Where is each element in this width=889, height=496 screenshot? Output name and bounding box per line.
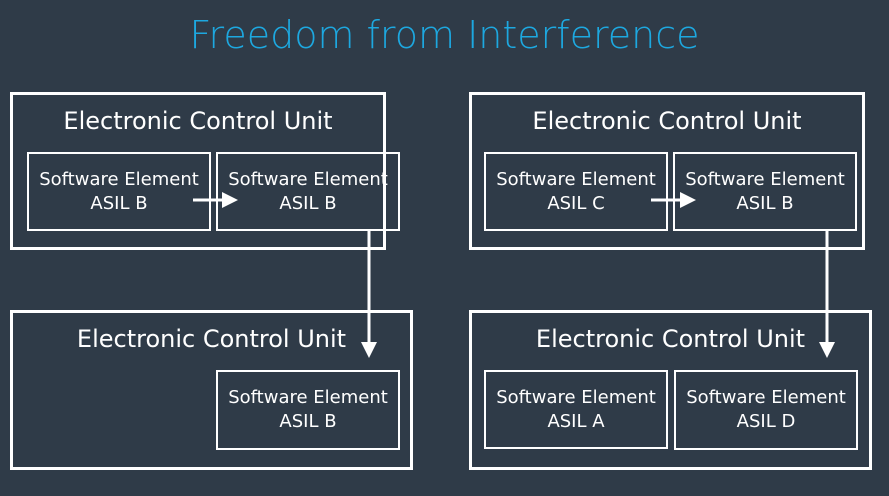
ecu-right-bottom: Electronic Control Unit (469, 310, 872, 470)
software-element-left-bottom-1: Software Element ASIL B (216, 370, 400, 450)
software-element-name: Software Element (686, 387, 846, 408)
ecu-left-top: Electronic Control Unit (10, 92, 386, 250)
software-element-asil: ASIL B (279, 411, 337, 432)
software-element-asil: ASIL B (736, 192, 794, 214)
ecu-right-top: Electronic Control Unit (469, 92, 865, 250)
software-element-right-bottom-1: Software Element ASIL A (484, 370, 668, 449)
software-element-right-bottom-2: Software Element ASIL D (674, 370, 858, 450)
ecu-label: Electronic Control Unit (76, 325, 347, 353)
page-title: Freedom from Interference (189, 13, 700, 57)
ecu-label: Electronic Control Unit (63, 107, 333, 135)
ecu-label: Electronic Control Unit (535, 325, 806, 353)
software-element-name: Software Element (685, 168, 845, 190)
software-element-right-top-2: Software Element ASIL B (673, 152, 857, 231)
software-element-asil: ASIL B (279, 192, 337, 214)
software-element-right-top-1: Software Element ASIL C (484, 152, 668, 231)
software-element-asil: ASIL D (736, 411, 796, 432)
software-element-name: Software Element (39, 168, 199, 190)
software-element-name: Software Element (228, 387, 388, 408)
software-element-left-top-2: Software Element ASIL B (216, 152, 400, 231)
software-element-asil: ASIL A (547, 410, 605, 432)
software-element-asil: ASIL C (547, 192, 605, 214)
software-element-name: Software Element (496, 386, 656, 408)
ecu-left-bottom: Electronic Control Unit (10, 310, 413, 470)
ecu-label: Electronic Control Unit (532, 107, 802, 135)
software-element-name: Software Element (228, 168, 388, 190)
software-element-asil: ASIL B (90, 192, 148, 214)
software-element-left-top-1: Software Element ASIL B (27, 152, 211, 231)
software-element-name: Software Element (496, 168, 656, 190)
